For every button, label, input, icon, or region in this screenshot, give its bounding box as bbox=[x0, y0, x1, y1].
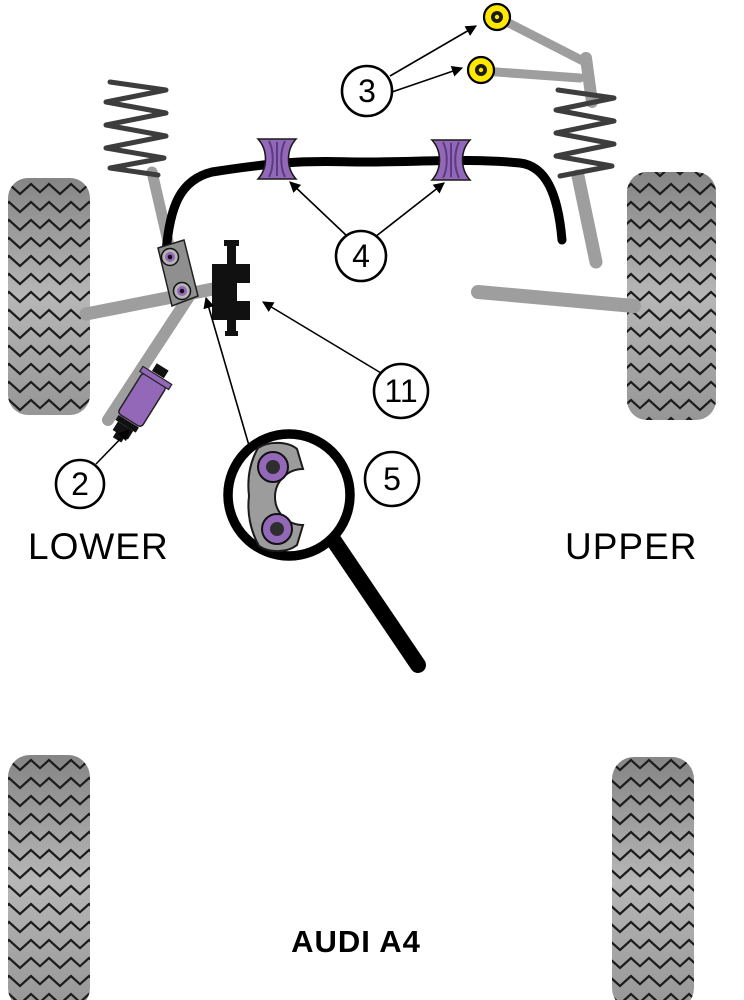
arrow-3-to-lower-bushing bbox=[391, 65, 464, 93]
coil-spring-right bbox=[553, 87, 617, 179]
callout-5: 5 bbox=[363, 450, 421, 508]
callout-4-label: 4 bbox=[352, 238, 370, 274]
link-bushing-upper bbox=[482, 2, 512, 32]
magnifier-handle bbox=[324, 530, 426, 673]
callout-3: 3 bbox=[340, 64, 394, 118]
callout-11-label: 11 bbox=[384, 373, 417, 409]
lower-control-arm-left bbox=[79, 281, 225, 321]
callout-11: 11 bbox=[372, 362, 430, 420]
callout-3-label: 3 bbox=[358, 73, 376, 109]
arrow-3-to-upper-bushing bbox=[389, 25, 477, 77]
knuckle-eye-lower bbox=[172, 281, 192, 301]
arb-bushing-left bbox=[256, 138, 298, 180]
link-bar-lower bbox=[478, 66, 585, 83]
tire-front-left bbox=[8, 178, 90, 415]
magnifier bbox=[223, 429, 426, 673]
coil-spring-left bbox=[103, 79, 169, 178]
callout-2-label: 2 bbox=[71, 466, 89, 502]
mount-bracket bbox=[212, 240, 250, 336]
upper-section-label: UPPER bbox=[565, 526, 697, 567]
callout-4: 4 bbox=[334, 229, 388, 283]
vehicle-title: AUDI A4 bbox=[291, 924, 421, 959]
callout-2: 2 bbox=[54, 458, 106, 510]
knuckle-eye-upper bbox=[160, 247, 180, 267]
link-bar-upper bbox=[492, 12, 590, 67]
tire-front-right bbox=[627, 172, 716, 420]
arrow-11-to-bracket bbox=[262, 301, 382, 374]
arrow-2-to-arm-bushing bbox=[95, 429, 130, 465]
magnified-bushing-upper bbox=[257, 451, 289, 483]
diagonal-arm-left bbox=[102, 286, 198, 426]
callout-5-label: 5 bbox=[383, 461, 401, 497]
arb-bushing-right bbox=[430, 139, 472, 181]
lower-section-label: LOWER bbox=[28, 526, 169, 567]
knuckle-bracket bbox=[157, 239, 199, 308]
anti-roll-bar bbox=[161, 155, 567, 257]
arrow-magnifier-to-part bbox=[203, 296, 251, 450]
link-bushing-lower bbox=[466, 55, 496, 85]
magnified-bushing-lower bbox=[261, 513, 293, 545]
tire-rear-right bbox=[612, 757, 694, 1000]
upper-arm-right bbox=[471, 285, 641, 313]
strut-right bbox=[571, 169, 603, 269]
suspension-arms bbox=[79, 12, 641, 426]
arrow-4-to-left-bushing bbox=[289, 181, 349, 238]
tire-rear-left bbox=[8, 755, 90, 1000]
arrow-4-to-right-bushing bbox=[374, 182, 445, 238]
